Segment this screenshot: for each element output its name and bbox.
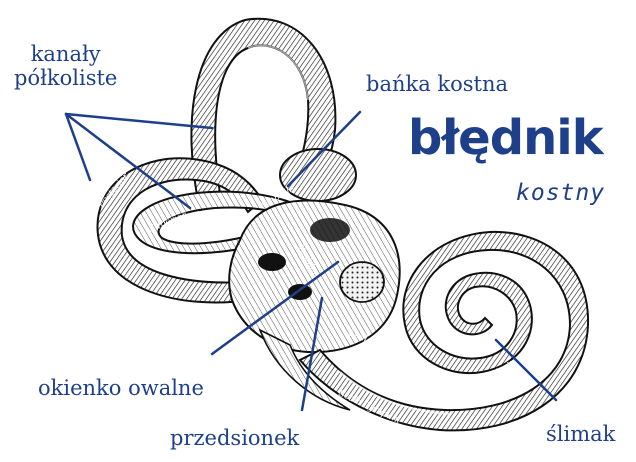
leader-canals-3	[66, 114, 212, 128]
label-semicircular-canals: kanały półkoliste	[14, 42, 117, 90]
label-cochlea: ślimak	[546, 422, 615, 446]
page-title: błędnik	[408, 114, 603, 162]
oval-window-shape	[340, 262, 384, 302]
label-oval-window: okienko owalne	[38, 376, 204, 400]
label-bony-ampulla: bańka kostna	[366, 72, 508, 96]
page-subtitle: kostny	[516, 182, 605, 205]
label-vestibule: przedsionek	[170, 426, 299, 450]
